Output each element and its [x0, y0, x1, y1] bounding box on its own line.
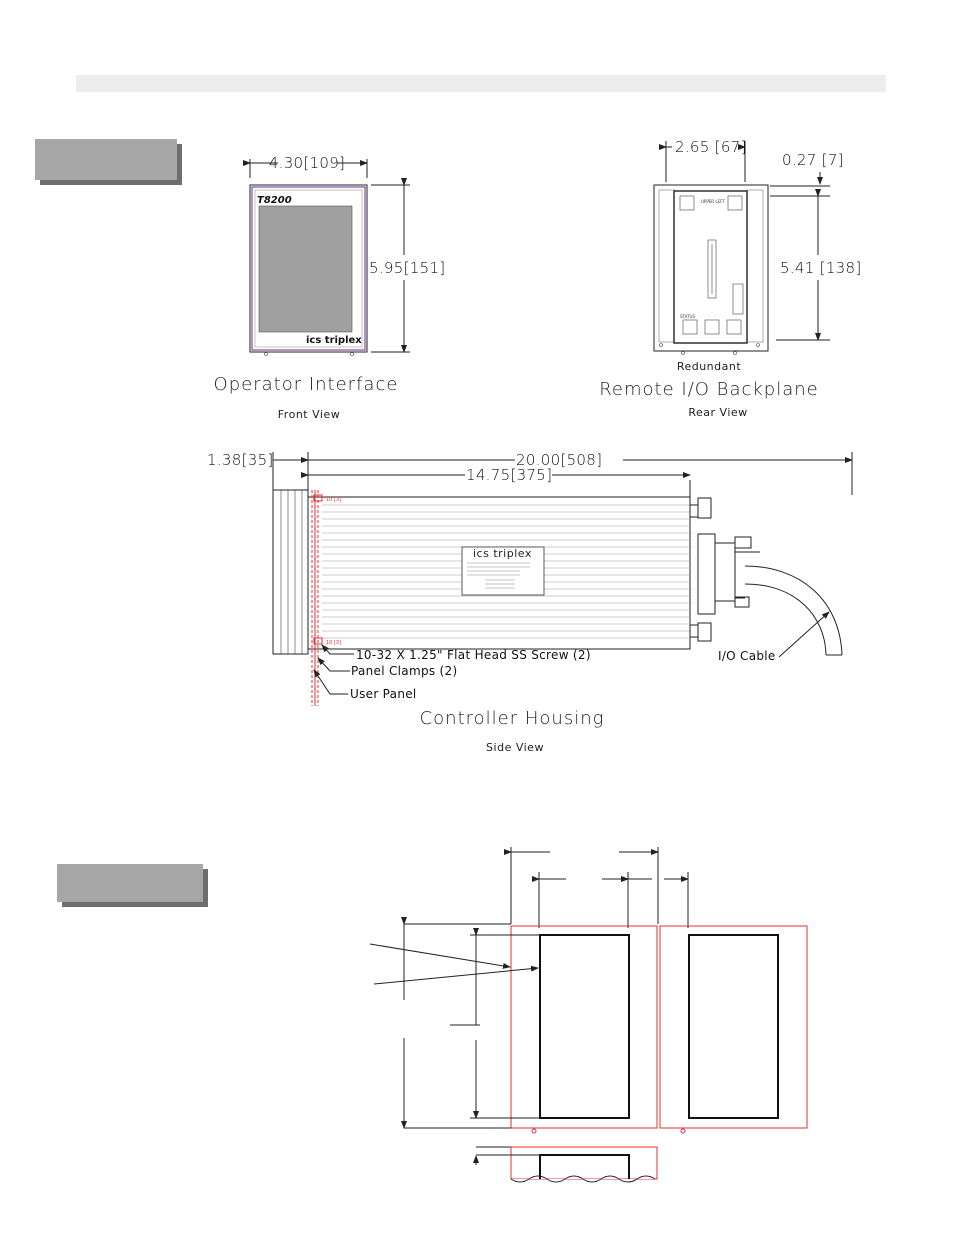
oi-width-dim: 4.30[109] [269, 154, 345, 172]
oi-height-dim: 5.95[151] [369, 259, 445, 277]
backplane-drawing: 2.65 [67] 0.27 [7] UPPER LEFT STATUS 5.4… [599, 138, 861, 419]
section-tab-cutout [57, 864, 203, 902]
section-tab-dimensions [35, 139, 177, 180]
ch-body-dim: 14.75[375] [466, 466, 552, 484]
oi-title: Operator Interface [214, 374, 399, 395]
ch-view: Side View [486, 741, 544, 754]
ch-title: Controller Housing [420, 708, 605, 729]
cutout-2 [688, 934, 779, 1119]
oi-screen [258, 205, 353, 333]
ch-cable-note: I/O Cable [718, 649, 776, 663]
ch-total-dim: 20.00[508] [516, 451, 602, 469]
controller-drawing: 1.38[35] 20.00[508] 14.75[375] ics tripl… [207, 451, 853, 754]
ch-clamps-note: Panel Clamps (2) [351, 664, 457, 678]
ch-depth-front-dim: 1.38[35] [207, 451, 274, 469]
ch-panel-note: User Panel [350, 687, 417, 701]
svg-text:STATUS: STATUS [680, 314, 695, 319]
svg-text:UPPER LEFT: UPPER LEFT [701, 199, 725, 204]
bp-view: Rear View [688, 406, 747, 419]
bp-title: Remote I/O Backplane [599, 379, 819, 400]
operator-interface-drawing: 4.30[109] T8200 ics triplex 5.95[151] Op… [214, 154, 446, 421]
bp-offset-dim: 0.27 [7] [782, 151, 844, 169]
ch-body [307, 496, 691, 650]
cutout-frame-2 [659, 925, 808, 1129]
ch-screw-note: 10-32 X 1.25" Flat Head SS Screw (2) [356, 648, 591, 662]
oi-brand-label: ics triplex [306, 335, 362, 346]
bp-caption-top: Redundant [677, 360, 742, 373]
svg-text:10 [3]: 10 [3] [326, 497, 341, 503]
ch-bezel [272, 489, 309, 655]
bp-height-dim: 5.41 [138] [780, 259, 862, 277]
cutout-frame-1 [510, 925, 658, 1129]
oi-model-label: T8200 [257, 195, 292, 206]
bp-width-dim: 2.65 [67] [675, 138, 747, 156]
header-bar [76, 75, 886, 92]
oi-view: Front View [278, 408, 340, 421]
svg-text:10 [3]: 10 [3] [326, 640, 341, 646]
cutout-1 [539, 934, 630, 1119]
ch-label-brand: ics triplex [473, 547, 532, 560]
bp-board [673, 190, 748, 344]
panel-cutout-drawing [369, 847, 808, 1183]
